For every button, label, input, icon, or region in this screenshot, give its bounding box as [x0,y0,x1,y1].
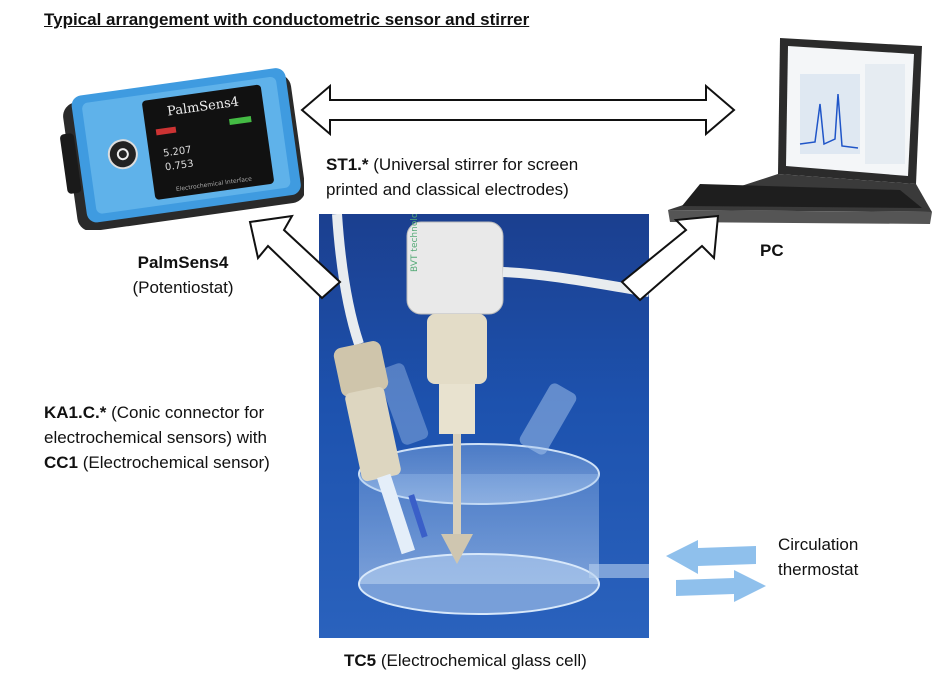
connector-desc: (Conic connector for [106,403,265,422]
thermostat-arrow-out [676,570,766,602]
sensor-code: CC1 [44,453,79,472]
double-arrow-device-pc [300,83,736,137]
connector-desc-2: electrochemical sensors) with [44,428,267,447]
electrochemical-setup-photo: BVT technologies [319,214,649,638]
cell-desc: (Electrochemical glass cell) [376,651,587,670]
sensor-label: KA1.C.* (Conic connector for electrochem… [44,400,270,475]
potentiostat-device-image: PalmSens4 5.207 0.753 Electrochemical In… [60,68,304,230]
potentiostat-desc: (Potentiostat) [132,278,234,297]
stirrer-brand-text: BVT technologies [410,214,420,272]
diagram-title: Typical arrangement with conductometric … [44,10,530,29]
pc-label: PC [760,241,784,260]
connector-code: KA1.C.* [44,403,107,422]
thermostat-line-1: Circulation [778,535,859,554]
stirrer-desc-2: printed and classical electrodes) [326,180,569,199]
arrow-to-potentiostat [248,214,342,300]
thermostat-arrow-in [666,540,756,574]
thermostat-label: Circulation thermostat [778,532,858,582]
device-readout-1: 5.207 [162,145,192,160]
cell-label: TC5 (Electrochemical glass cell) [344,648,587,673]
cell-code: TC5 [344,651,377,670]
pc-laptop-image [668,38,932,224]
thermostat-line-2: thermostat [778,560,859,579]
device-readout-2: 0.753 [164,159,194,174]
stirrer-desc-1: (Universal stirrer for screen [368,155,579,174]
stirrer-code: ST1.* [326,155,369,174]
sensor-desc: (Electrochemical sensor) [78,453,270,472]
potentiostat-name: PalmSens4 [137,253,229,272]
stirrer-label: ST1.* (Universal stirrer for screen prin… [326,152,578,202]
potentiostat-label: PalmSens4 (Potentiostat) [120,250,246,300]
arrow-to-pc [620,214,720,302]
